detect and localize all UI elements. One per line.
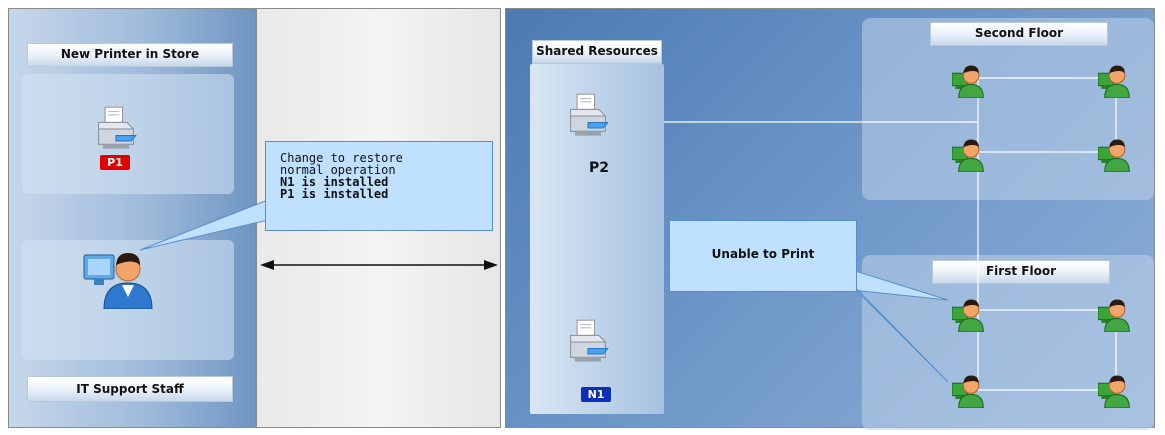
network-lines [664, 77, 1117, 391]
unable-to-print-callout: Unable to Print [669, 220, 857, 292]
first-floor-title: First Floor [932, 260, 1110, 284]
change-callout-tail [139, 199, 269, 251]
it-support-staff-label: IT Support Staff [27, 376, 233, 402]
new-printer-title: New Printer in Store [27, 43, 233, 67]
callout-line: N1 is installed [280, 175, 389, 189]
user-workstation-icon [952, 138, 984, 172]
printer-icon [569, 319, 609, 363]
printer-tag-p1: P1 [100, 155, 130, 170]
double-arrow [260, 260, 498, 270]
user-workstation-icon [952, 64, 984, 98]
user-workstation-icon [1098, 374, 1130, 408]
printer-label-p2: P2 [588, 160, 609, 176]
user-workstation-icon [1098, 138, 1130, 172]
printer-tag-n1: N1 [581, 387, 611, 402]
second-floor-title: Second Floor [930, 22, 1108, 46]
change-callout: Change to restore normal operation N1 is… [265, 141, 493, 231]
unable-callout-tail [847, 269, 949, 383]
callout-line: Change to restore [280, 151, 403, 165]
it-staff-computer-icon [83, 252, 153, 309]
user-workstation-icon [1098, 298, 1130, 332]
user-workstation-icon [952, 298, 984, 332]
callout-line: P1 is installed [280, 187, 389, 201]
printer-icon [97, 106, 137, 150]
user-workstation-icon [952, 374, 984, 408]
shared-resources-title: Shared Resources [532, 40, 662, 64]
user-workstation-icon [1098, 64, 1130, 98]
callout-line: normal operation [280, 163, 396, 177]
printer-icon [569, 93, 609, 137]
